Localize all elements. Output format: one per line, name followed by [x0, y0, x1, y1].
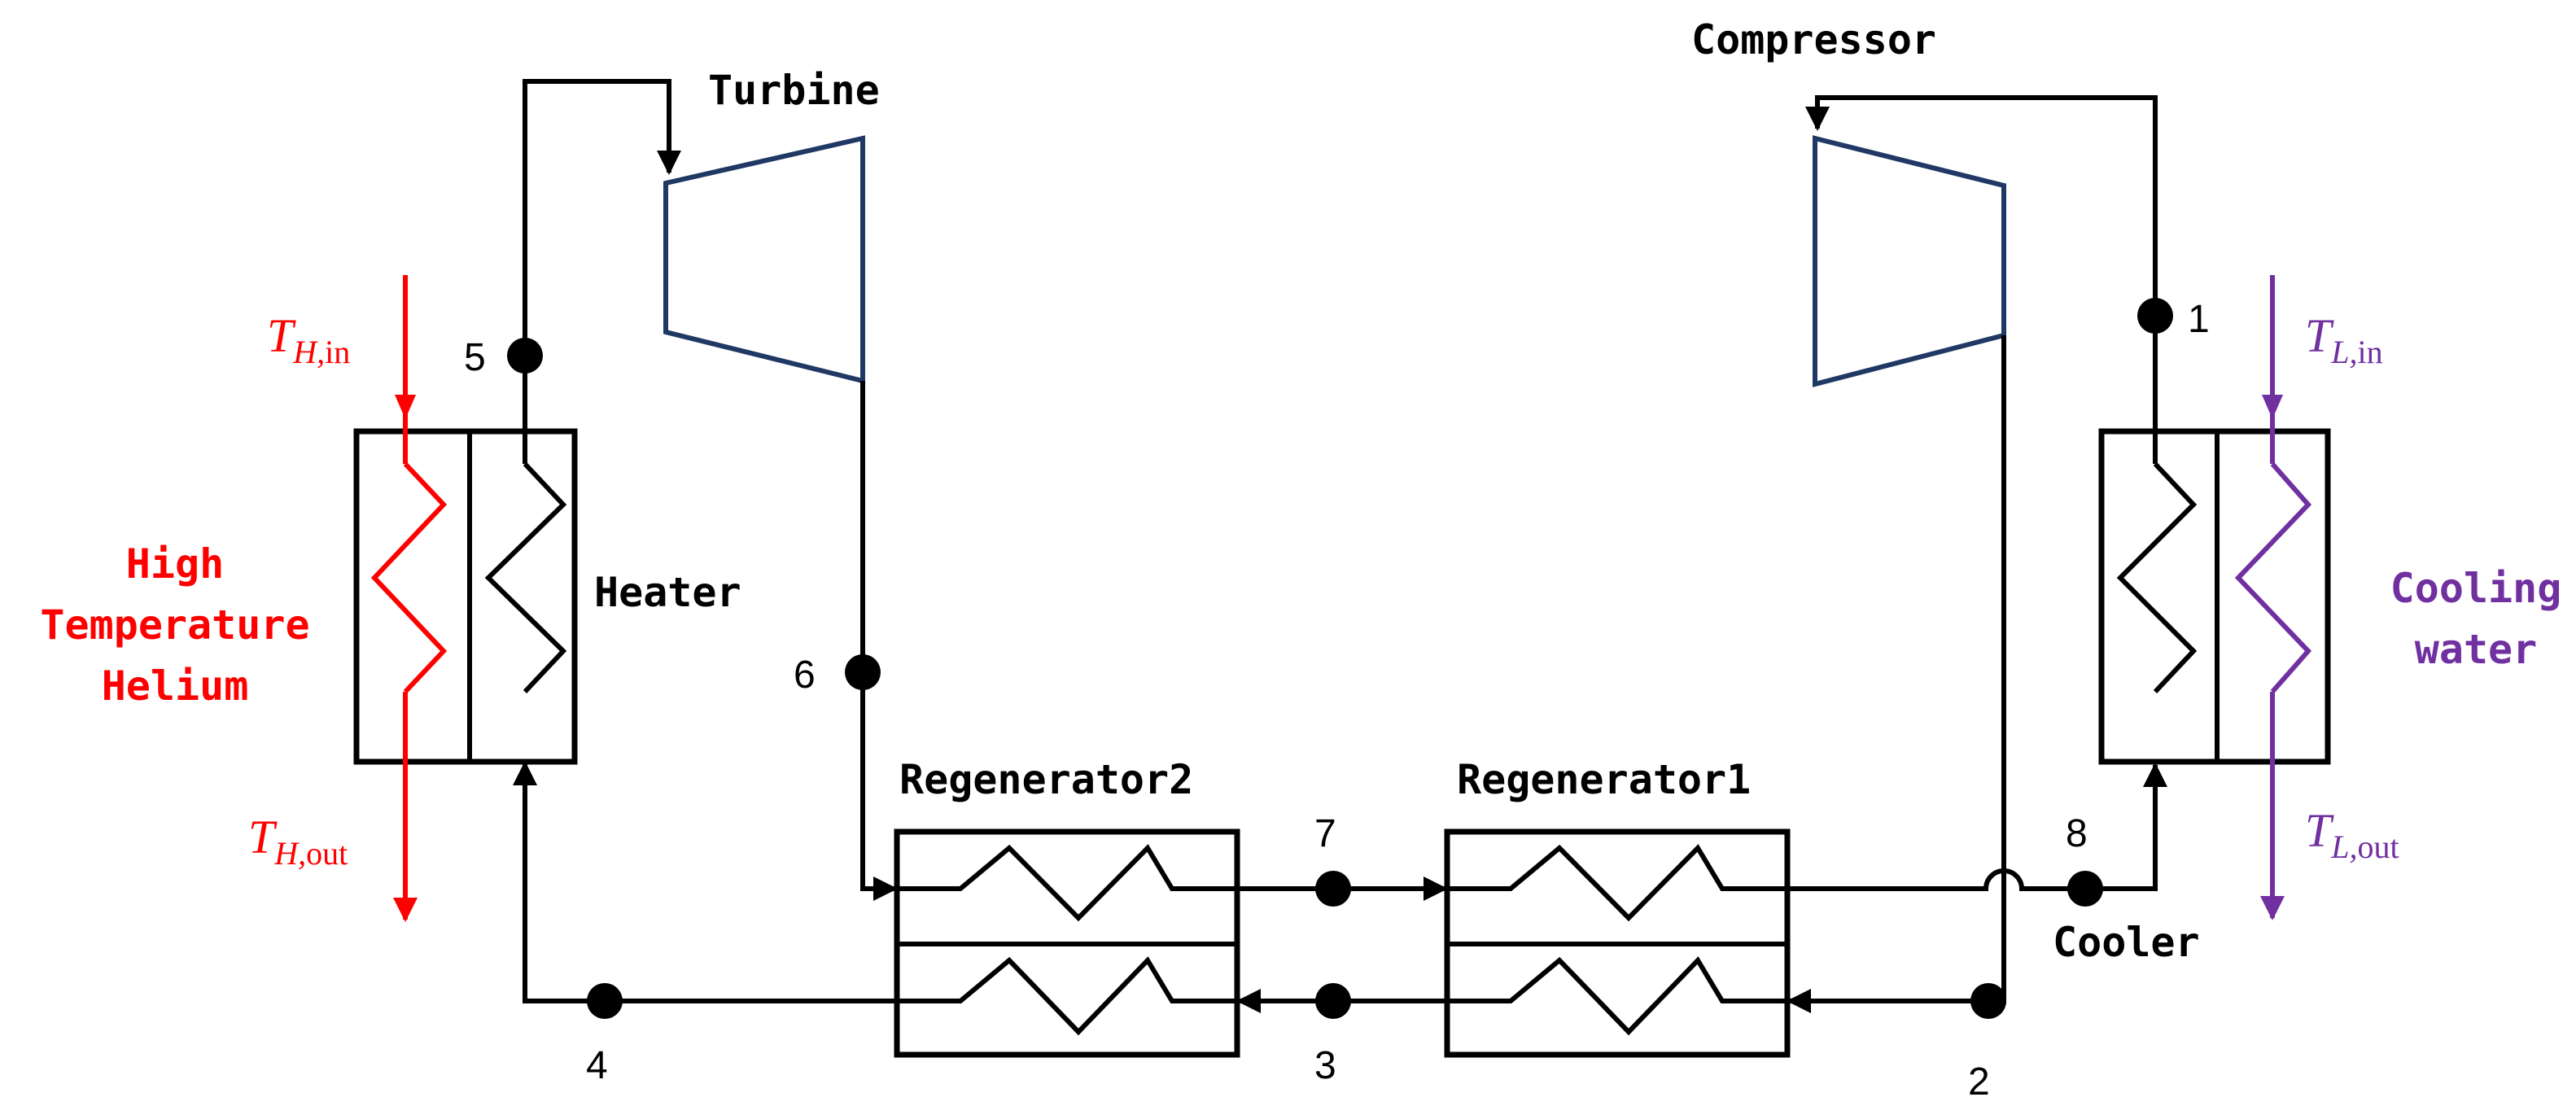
- heater-label: Heater: [594, 569, 741, 616]
- state-point-8-dot: [2067, 871, 2103, 907]
- state-point-5-label: 5: [464, 336, 486, 379]
- turbine-label: Turbine: [708, 67, 880, 114]
- state-point-8-label: 8: [2066, 812, 2088, 855]
- pipe-regenerator1-to-cooler: [1787, 763, 2167, 891]
- cooler-working-coil: [2116, 461, 2198, 694]
- water-outlet-temperature: TL,out: [2305, 804, 2399, 865]
- water-label-line1: Cooling: [2390, 565, 2562, 612]
- state-point-6-dot: [845, 654, 881, 690]
- regenerator2-label: Regenerator2: [899, 756, 1193, 803]
- state-point-7-label: 7: [1314, 812, 1336, 855]
- helium-label-line3: Helium: [102, 662, 249, 710]
- heater-box: [353, 428, 578, 765]
- pipe-heater-to-turbine: [523, 79, 681, 464]
- helium-label-line2: Temperature: [40, 601, 309, 649]
- state-point-2-dot: [1970, 983, 2006, 1019]
- state-point-1-label: 1: [2188, 298, 2210, 341]
- water-inlet-temperature: TL,in: [2305, 309, 2383, 370]
- water-inlet-arrowhead: [2262, 395, 2283, 419]
- state-point-5-dot: [507, 338, 543, 374]
- cooler-water-coil: [2234, 462, 2312, 693]
- water-label-line2: water: [2415, 626, 2538, 673]
- pipe-regenerator2-to-heater: [513, 761, 897, 1003]
- state-point-7-dot: [1315, 871, 1351, 907]
- state-point-1-dot: [2137, 298, 2173, 334]
- compressor-shape: [1813, 135, 2006, 387]
- helium-label-line1: High: [126, 540, 224, 588]
- cooler-label: Cooler: [2053, 919, 2200, 966]
- pipe-compressor-to-regenerator1: [1787, 335, 2006, 1013]
- regenerator1-upper-coil: [1447, 844, 1787, 922]
- turbine-shape: [663, 135, 865, 384]
- regenerator1-label: Regenerator1: [1457, 756, 1751, 803]
- compressor-label: Compressor: [1691, 16, 1936, 63]
- state-point-4-dot: [587, 983, 623, 1019]
- heater-cold-coil: [484, 461, 567, 694]
- regenerator2-lower-coil: [897, 956, 1237, 1036]
- helium-inlet-arrowhead: [395, 395, 416, 419]
- state-point-6-label: 6: [794, 653, 816, 697]
- pipe-cooler-to-compressor: [1805, 95, 2158, 464]
- state-point-2-label: 2: [1968, 1060, 1990, 1104]
- state-point-3-dot: [1315, 983, 1351, 1019]
- regenerator2-upper-coil: [897, 844, 1237, 922]
- heater-hot-coil: [370, 461, 448, 694]
- helium-outlet-temperature: TH,out: [248, 811, 348, 872]
- pipe-turbine-to-regenerator2: [860, 381, 898, 901]
- state-point-3-label: 3: [1314, 1044, 1336, 1087]
- regenerator1-lower-coil: [1447, 956, 1787, 1036]
- state-point-4-label: 4: [586, 1044, 608, 1087]
- helium-inlet-temperature: TH,in: [267, 309, 350, 370]
